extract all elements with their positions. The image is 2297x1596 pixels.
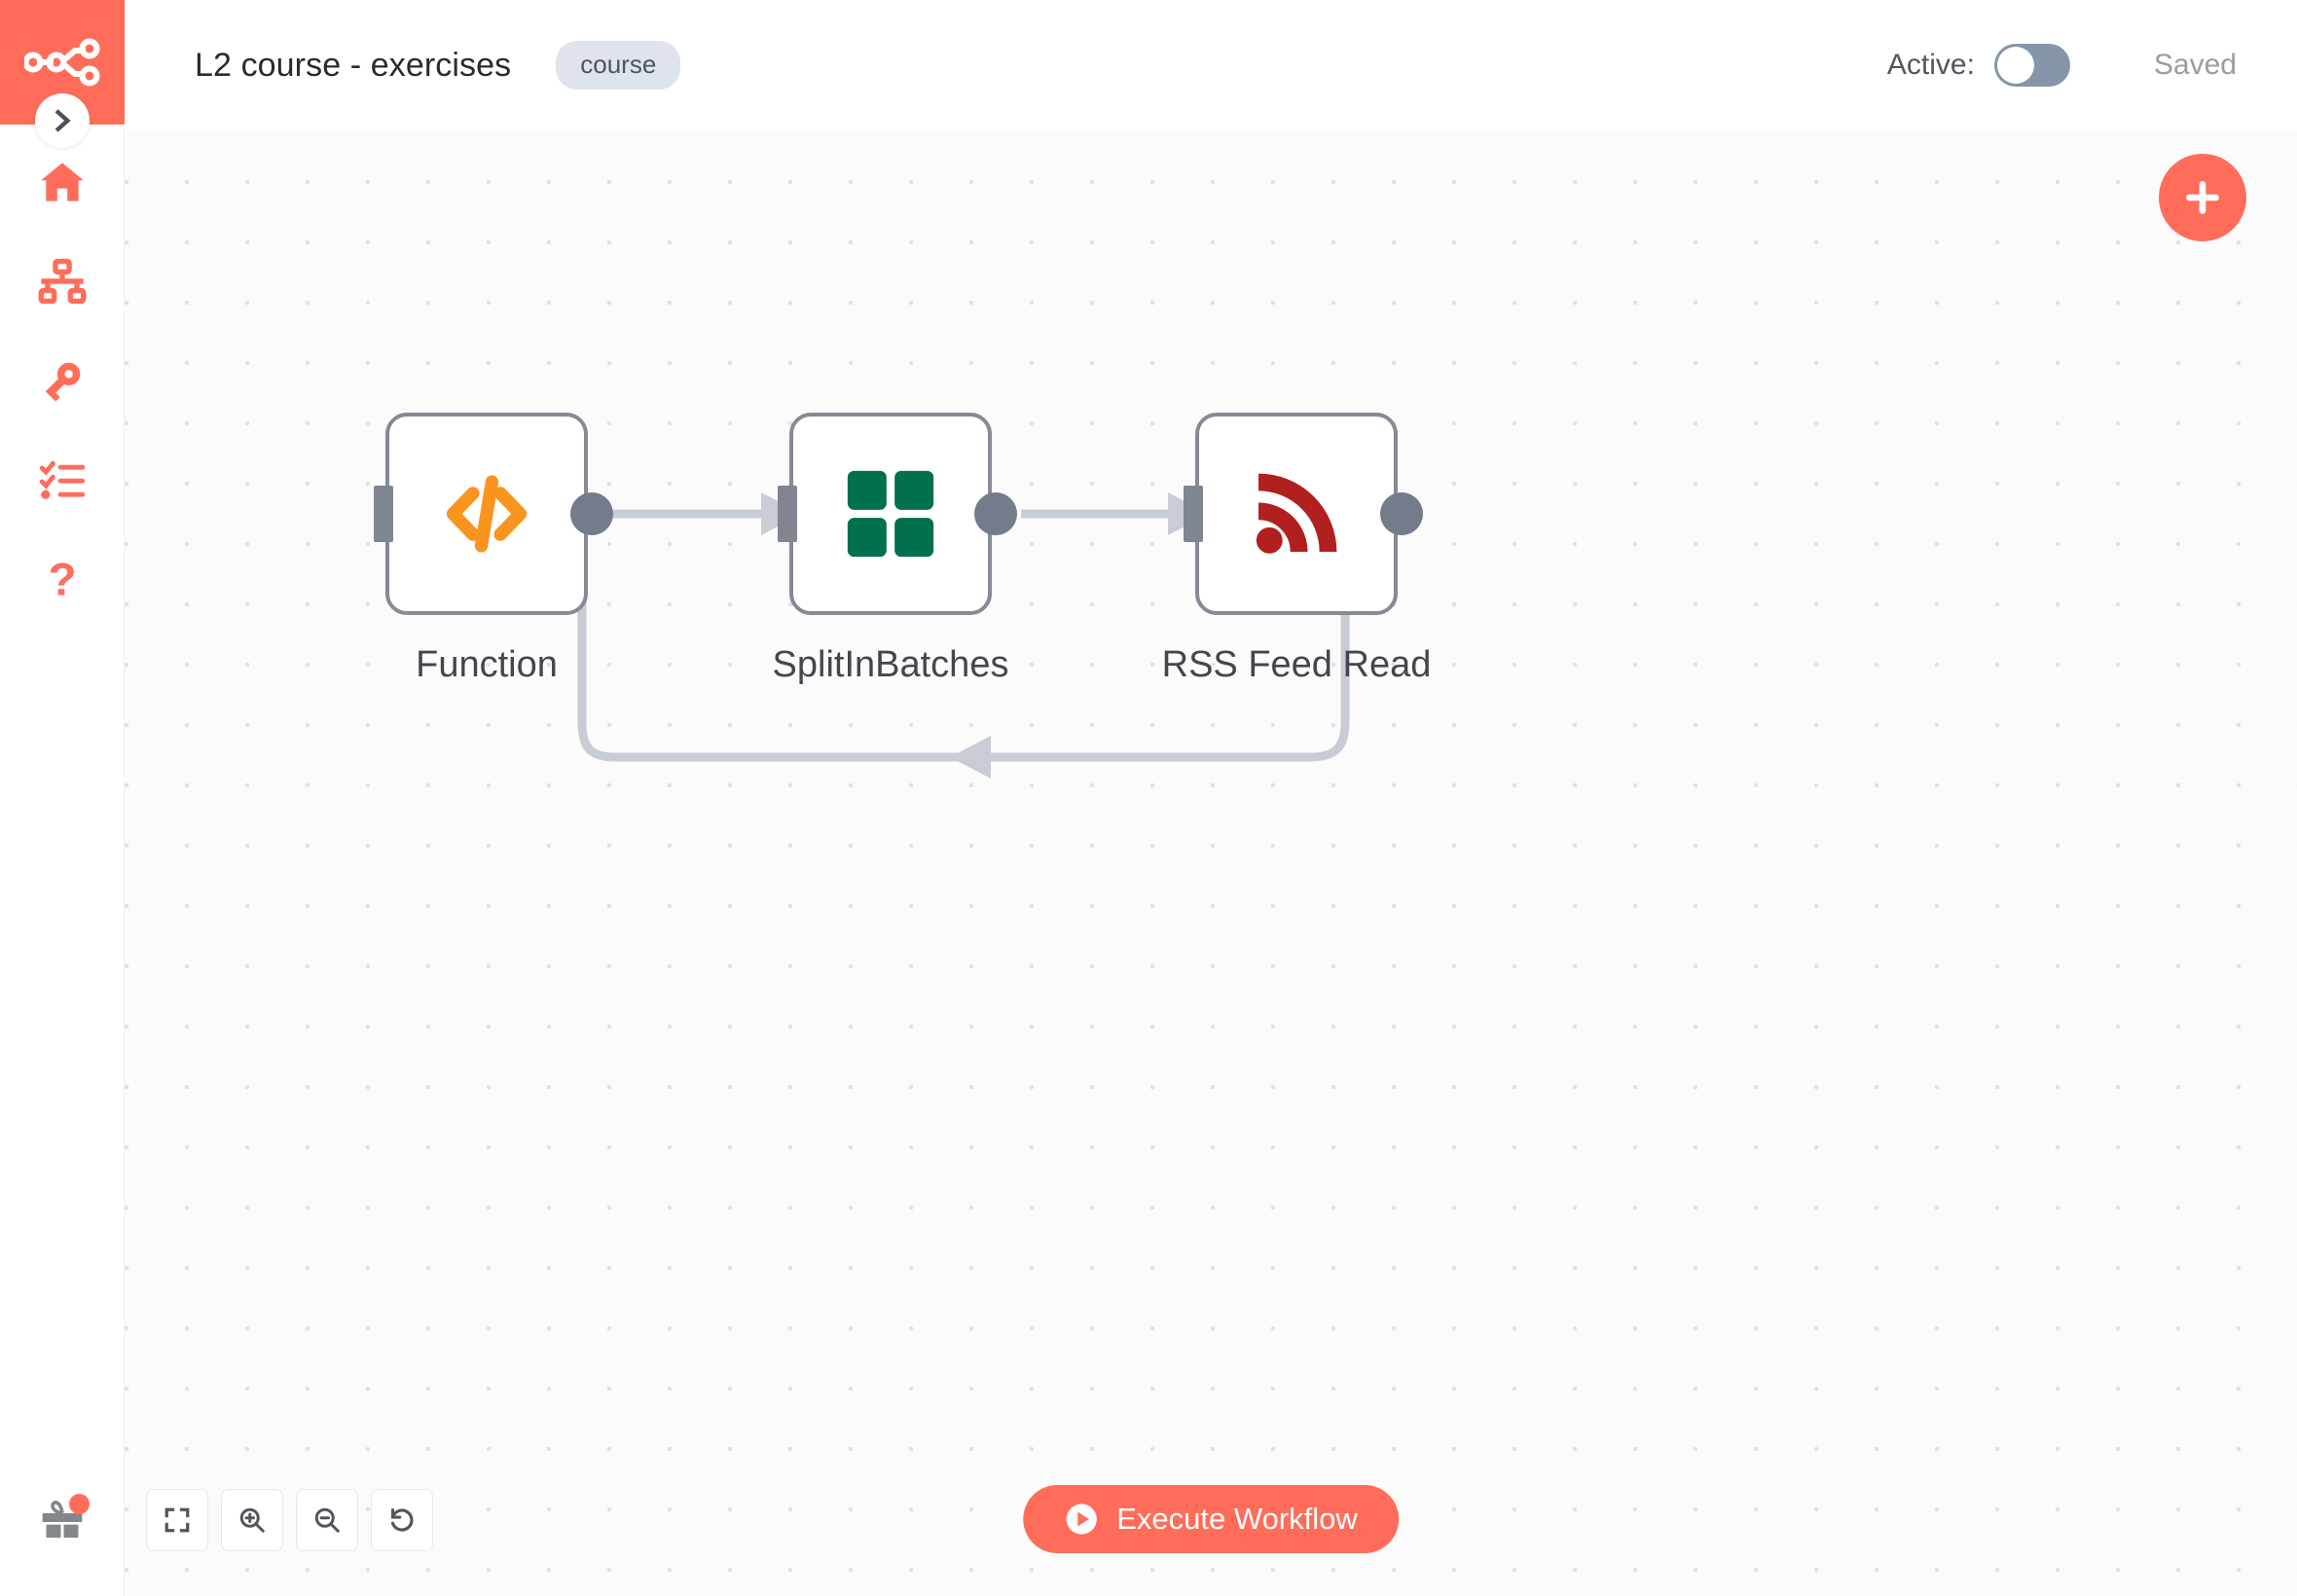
question-mark-icon: ?	[48, 556, 76, 606]
magnifier-minus-icon	[314, 1507, 340, 1533]
task-list-icon	[39, 460, 86, 499]
plus-icon	[2186, 181, 2219, 214]
node-input-port[interactable]	[374, 486, 393, 542]
sidebar-item-help[interactable]: ?	[0, 545, 125, 621]
reset-zoom-button[interactable]	[371, 1489, 433, 1551]
toggle-knob	[1996, 47, 2034, 84]
node-output-port[interactable]	[570, 492, 613, 535]
play-circle-icon	[1066, 1504, 1097, 1535]
svg-text:?: ?	[48, 556, 76, 606]
node-label-splitinbatches: SplitInBatches	[772, 644, 1009, 685]
workflow-header: L2 course - exercises course Active: Sav…	[125, 0, 2297, 130]
sidebar-item-home[interactable]	[0, 144, 125, 220]
header-right-controls: Active: Saved	[1887, 44, 2237, 87]
sidebar-item-whats-new[interactable]	[0, 1481, 125, 1557]
zoom-toolbar	[146, 1489, 433, 1551]
grid-four-squares-icon	[847, 470, 934, 558]
magnifier-plus-icon	[239, 1507, 265, 1533]
workflow-canvas[interactable]: Function SplitInBatches	[125, 130, 2297, 1596]
sitemap-icon	[38, 258, 87, 305]
code-brackets-icon	[446, 475, 528, 553]
left-sidebar: ?	[0, 0, 125, 1596]
gift-icon	[42, 1501, 83, 1539]
active-toggle[interactable]	[1993, 44, 2070, 87]
workflow-title[interactable]: L2 course - exercises	[195, 46, 512, 84]
node-label-rssfeedread: RSS Feed Read	[1161, 644, 1432, 685]
n8n-logo-icon	[24, 38, 100, 87]
node-input-port[interactable]	[778, 486, 797, 542]
node-rssfeedread[interactable]	[1184, 413, 1423, 615]
workflow-tag[interactable]: course	[556, 41, 681, 90]
chevron-right-icon	[55, 109, 71, 132]
execute-workflow-label: Execute Workflow	[1116, 1502, 1358, 1536]
sidebar-item-executions[interactable]	[0, 442, 125, 518]
connection-loop-arrow	[950, 736, 991, 779]
zoom-in-button[interactable]	[221, 1489, 283, 1551]
zoom-to-fit-button[interactable]	[146, 1489, 208, 1551]
fit-screen-icon	[164, 1507, 190, 1533]
node-output-port[interactable]	[974, 492, 1017, 535]
undo-arrow-icon	[390, 1507, 414, 1532]
save-status: Saved	[2153, 49, 2237, 81]
connections-layer	[577, 492, 1350, 779]
node-function[interactable]	[374, 413, 613, 615]
node-input-port[interactable]	[1184, 486, 1203, 542]
home-icon	[41, 163, 84, 201]
rss-signal-icon	[1256, 473, 1337, 554]
execute-workflow-button[interactable]: Execute Workflow	[1023, 1485, 1399, 1553]
key-icon	[45, 362, 81, 402]
sidebar-item-credentials[interactable]	[0, 343, 125, 418]
sidebar-expand-toggle[interactable]	[35, 93, 90, 148]
add-node-button[interactable]	[2159, 154, 2246, 241]
node-label-function: Function	[416, 644, 558, 685]
notification-dot	[69, 1494, 90, 1514]
sidebar-item-workflows[interactable]	[0, 243, 125, 319]
node-output-port[interactable]	[1380, 492, 1423, 535]
zoom-out-button[interactable]	[296, 1489, 358, 1551]
active-label: Active:	[1886, 49, 1975, 81]
node-splitinbatches[interactable]	[778, 413, 1017, 615]
